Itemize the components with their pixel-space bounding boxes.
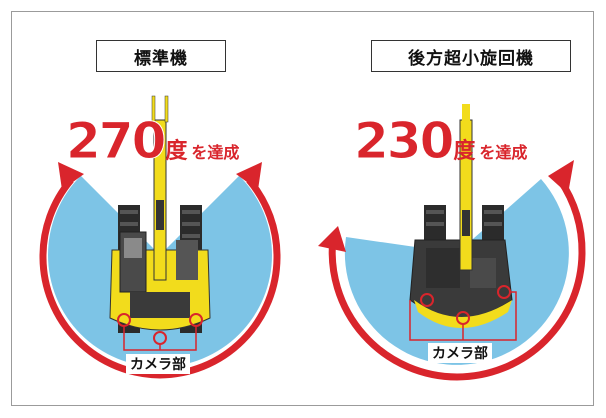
standard-angle-value: 270 [65, 112, 166, 170]
compact-arrowhead-left [318, 226, 346, 252]
compact-camera-left [420, 293, 434, 307]
compact-angle-callout: 230 度 を達成 [353, 112, 528, 170]
standard-rotation-arrow [39, 162, 281, 379]
standard-angle-unit: 度 [165, 139, 188, 164]
compact-machine-title: 後方超小旋回機 [371, 40, 571, 72]
standard-angle-callout: 270 度 を達成 [65, 112, 240, 170]
compact-rotation-arrow [318, 160, 586, 381]
standard-angle-suffix: を達成 [191, 143, 240, 162]
standard-arrowhead-right [236, 162, 262, 190]
compact-camera-label: カメラ部 [428, 343, 492, 363]
standard-machine-title: 標準機 [96, 40, 226, 72]
standard-excavator-image [109, 95, 211, 351]
standard-arrowhead-left [58, 162, 84, 190]
compact-excavator-image [409, 104, 517, 341]
compact-angle-value: 230 [353, 112, 454, 170]
compact-angle-unit: 度 [453, 139, 476, 164]
standard-camera-label: カメラ部 [126, 354, 190, 374]
compact-arrowhead-right [548, 160, 574, 194]
compact-angle-suffix: を達成 [479, 143, 528, 162]
